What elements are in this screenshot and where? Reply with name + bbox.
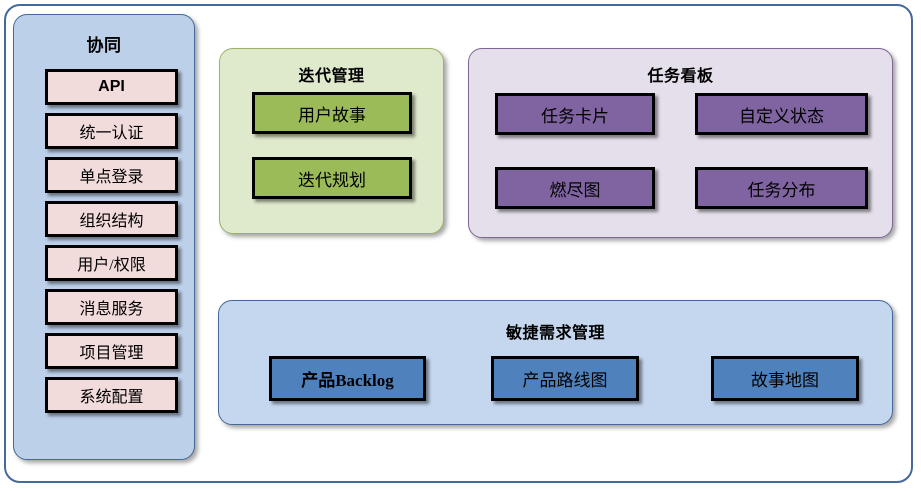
sidebar-item-unified-auth-label: 统一认证 — [79, 125, 144, 142]
sidebar-item-sso-label: 单点登录 — [79, 169, 144, 186]
agile-item-story-map[interactable]: 故事地图 — [711, 356, 859, 401]
taskboard-item-custom-status[interactable]: 自定义状态 — [695, 93, 868, 135]
panel-agile-requirements[interactable]: 敏捷需求管理 产品Backlog 产品路线图 故事地图 — [218, 300, 893, 425]
sidebar-item-user-permission[interactable]: 用户/权限 — [45, 245, 178, 281]
panel-task-board[interactable]: 任务看板 任务卡片 自定义状态 燃尽图 任务分布 — [468, 48, 893, 238]
panel-task-board-title: 任务看板 — [647, 68, 714, 85]
sidebar-item-message-service-label: 消息服务 — [79, 301, 144, 318]
sidebar-item-project-management-label: 项目管理 — [79, 345, 144, 362]
sidebar-item-org-structure-label: 组织结构 — [79, 213, 144, 230]
panel-collaboration-title: 协同 — [86, 36, 122, 55]
iteration-item-iteration-planning[interactable]: 迭代规划 — [252, 157, 412, 199]
panel-agile-requirements-title: 敏捷需求管理 — [505, 325, 605, 342]
iteration-item-user-story-label: 用户故事 — [298, 105, 366, 125]
taskboard-item-custom-status-label: 自定义状态 — [739, 106, 824, 126]
agile-item-product-backlog[interactable]: 产品Backlog — [269, 356, 426, 401]
taskboard-item-task-distribution[interactable]: 任务分布 — [695, 167, 868, 209]
sidebar-item-org-structure[interactable]: 组织结构 — [45, 201, 178, 237]
agile-item-product-backlog-label: 产品Backlog — [301, 371, 394, 390]
taskboard-item-task-distribution-label: 任务分布 — [747, 180, 816, 200]
sidebar-item-api[interactable]: API — [45, 69, 178, 105]
taskboard-item-burndown-chart-label: 燃尽图 — [549, 180, 601, 200]
panel-collaboration[interactable]: 协同 API 统一认证 单点登录 组织结构 用户/权限 消息服务 项目管理 系统… — [13, 14, 195, 460]
agile-item-story-map-label: 故事地图 — [751, 371, 819, 390]
sidebar-item-project-management[interactable]: 项目管理 — [45, 333, 178, 369]
taskboard-item-task-card[interactable]: 任务卡片 — [495, 93, 655, 135]
sidebar-item-api-label: API — [98, 78, 125, 95]
sidebar-item-message-service[interactable]: 消息服务 — [45, 289, 178, 325]
iteration-item-user-story[interactable]: 用户故事 — [252, 92, 412, 134]
panel-iteration-management[interactable]: 迭代管理 用户故事 迭代规划 — [219, 48, 444, 234]
panel-iteration-management-title: 迭代管理 — [298, 68, 365, 85]
iteration-item-iteration-planning-label: 迭代规划 — [298, 170, 366, 190]
sidebar-item-user-permission-label: 用户/权限 — [77, 257, 146, 274]
agile-item-product-roadmap[interactable]: 产品路线图 — [491, 356, 639, 401]
sidebar-item-system-config-label: 系统配置 — [79, 389, 144, 406]
taskboard-item-task-card-label: 任务卡片 — [541, 106, 609, 126]
sidebar-item-unified-auth[interactable]: 统一认证 — [45, 113, 178, 149]
taskboard-item-burndown-chart[interactable]: 燃尽图 — [495, 167, 655, 209]
agile-item-product-roadmap-label: 产品路线图 — [522, 371, 608, 390]
sidebar-item-system-config[interactable]: 系统配置 — [45, 377, 178, 413]
sidebar-item-sso[interactable]: 单点登录 — [45, 157, 178, 193]
